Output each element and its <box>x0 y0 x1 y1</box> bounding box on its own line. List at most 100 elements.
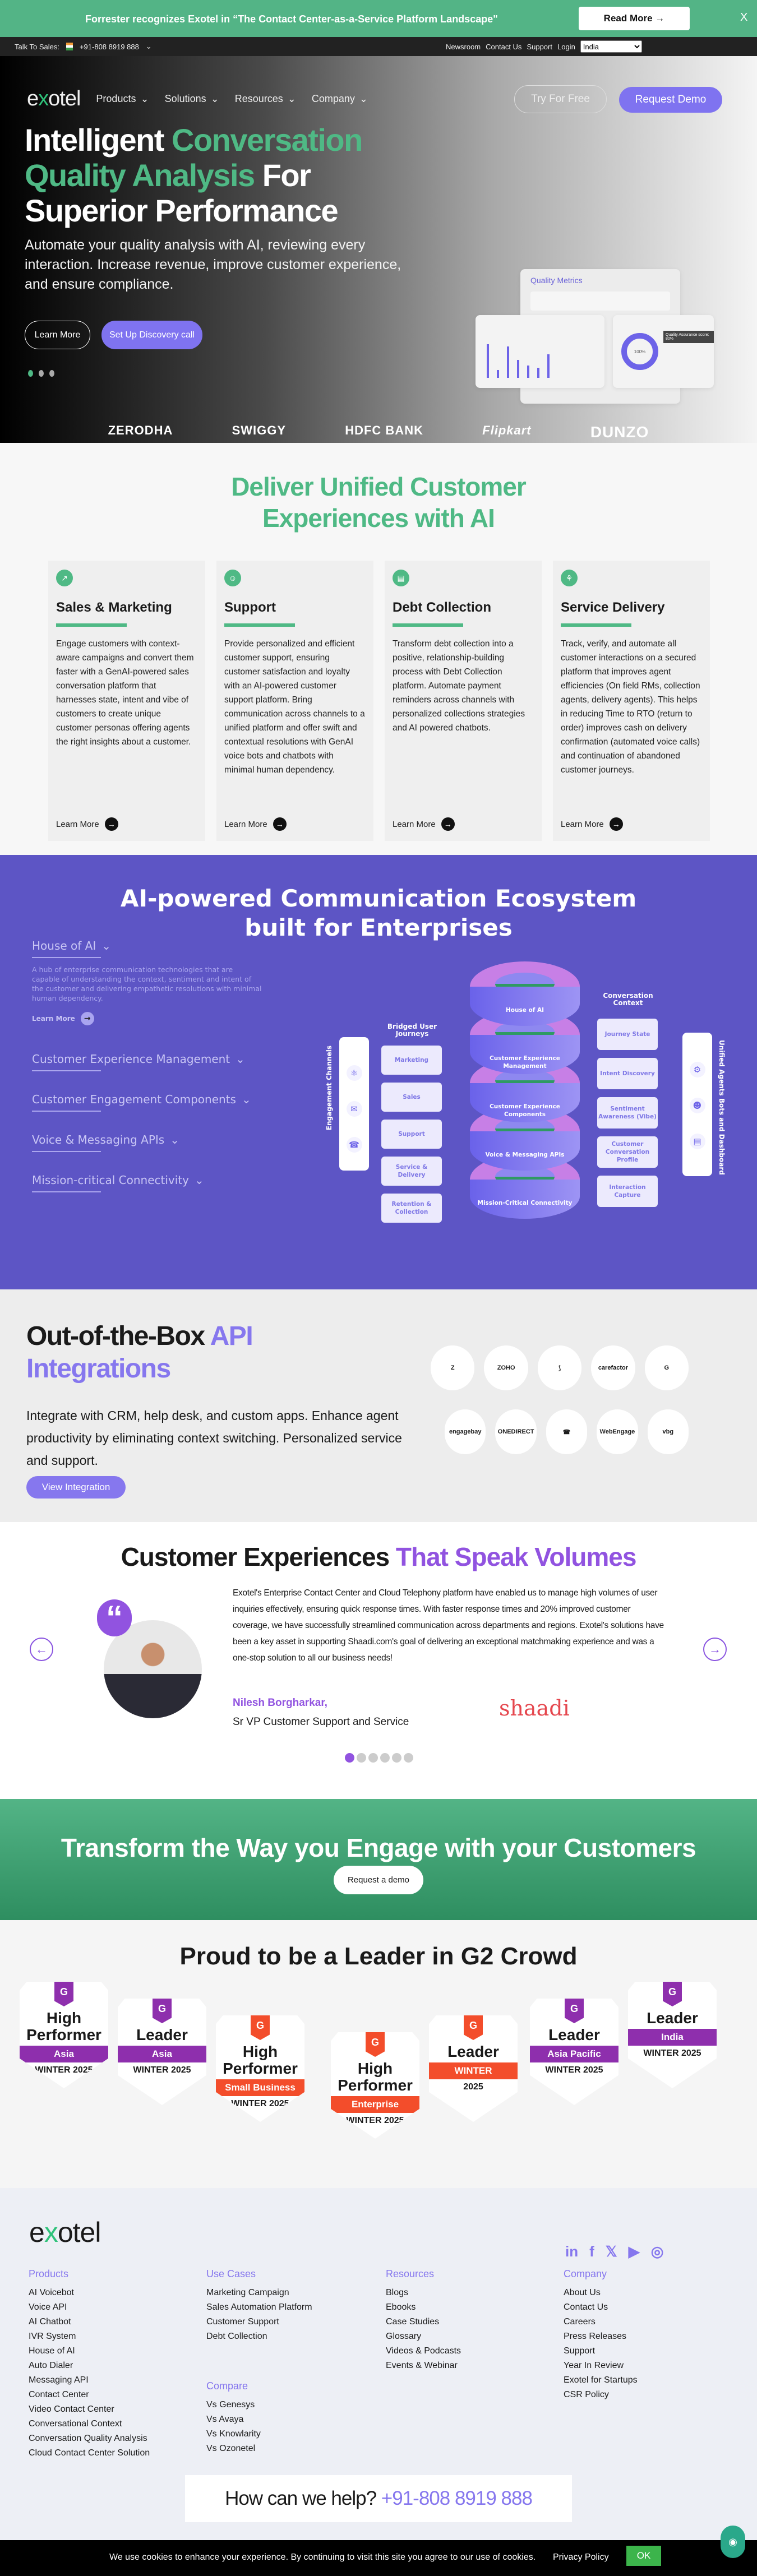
learn-more-link[interactable]: Learn More→ <box>393 817 455 831</box>
footer-link[interactable]: Vs Genesys <box>206 2400 255 2409</box>
view-integration-button[interactable]: View Integration <box>26 1476 126 1499</box>
learn-more-link[interactable]: Learn More→ <box>32 1012 279 1025</box>
read-more-button[interactable]: Read More → <box>579 7 690 30</box>
footer-link[interactable]: Events & Webinar <box>386 2361 458 2370</box>
footer-link[interactable]: Glossary <box>386 2332 422 2341</box>
nav-resources[interactable]: Resources⌄ <box>235 93 296 105</box>
tier-label: Customer Experience Components <box>490 1103 560 1118</box>
pagination-dot[interactable] <box>392 1753 401 1763</box>
footer-link[interactable]: Vs Knowlarity <box>206 2429 261 2439</box>
footer-link[interactable]: House of AI <box>29 2346 75 2356</box>
country-select[interactable]: India <box>580 40 642 53</box>
footer-link[interactable]: Vs Avaya <box>206 2415 244 2424</box>
footer-link[interactable]: Voice API <box>29 2302 67 2312</box>
footer-link[interactable]: About Us <box>564 2288 601 2297</box>
footer-link[interactable]: Auto Dialer <box>29 2361 73 2370</box>
pagination-dot[interactable] <box>368 1753 378 1763</box>
footer-link[interactable]: Debt Collection <box>206 2332 267 2341</box>
prev-testimonial-button[interactable]: ← <box>30 1638 53 1661</box>
sales-phone[interactable]: +91-808 8919 888 <box>79 42 139 51</box>
accordion-voice-messaging[interactable]: Voice & Messaging APIs⌄ <box>32 1133 279 1152</box>
footer-link[interactable]: Marketing Campaign <box>206 2288 289 2297</box>
discovery-call-button[interactable]: Set Up Discovery call <box>101 321 202 349</box>
youtube-icon[interactable]: ▶ <box>628 2243 640 2260</box>
footer-link[interactable]: Messaging API <box>29 2375 89 2385</box>
nav-solutions[interactable]: Solutions⌄ <box>165 93 219 105</box>
pagination-dot[interactable] <box>345 1753 354 1763</box>
support-link[interactable]: Support <box>527 42 552 51</box>
privacy-policy-link[interactable]: Privacy Policy <box>553 2552 609 2562</box>
request-a-demo-button[interactable]: Request a demo <box>334 1866 423 1894</box>
integration-logo: Z <box>431 1345 475 1390</box>
chevron-down-icon: ⌄ <box>287 93 296 104</box>
integrations-description: Integrate with CRM, help desk, and custo… <box>26 1408 402 1468</box>
footer-link[interactable]: CSR Policy <box>564 2390 609 2399</box>
accordion-cx-management[interactable]: Customer Experience Management⌄ <box>32 1052 279 1071</box>
learn-more-link[interactable]: Learn More→ <box>224 817 287 831</box>
learn-more-link[interactable]: Learn More→ <box>56 817 118 831</box>
chatbot-icon[interactable]: ◉ <box>721 2526 745 2558</box>
footer-link[interactable]: Press Releases <box>564 2332 627 2341</box>
donut-center: 100% <box>621 333 658 370</box>
request-demo-button[interactable]: Request Demo <box>619 87 722 113</box>
nav-products[interactable]: Products⌄ <box>96 93 149 105</box>
testimonial-quote: Exotel's Enterprise Contact Center and C… <box>233 1588 664 1663</box>
pagination-dot[interactable] <box>404 1753 413 1763</box>
footer-link[interactable]: Support <box>564 2346 596 2356</box>
bridged-journeys-label: Bridged User Journeys <box>387 1023 437 1038</box>
client-logo: Flipkart <box>482 423 532 437</box>
chevron-down-icon[interactable]: ⌄ <box>145 42 152 50</box>
title-highlight: Integrations <box>26 1354 171 1384</box>
newsroom-link[interactable]: Newsroom <box>446 42 481 51</box>
footer-link[interactable]: Contact Center <box>29 2390 89 2399</box>
footer-link[interactable]: Contact Us <box>564 2302 608 2312</box>
accordion-house-of-ai[interactable]: House of AI⌄ <box>32 939 279 958</box>
instagram-icon[interactable]: ◎ <box>650 2243 664 2260</box>
footer-link[interactable]: Ebooks <box>386 2302 416 2312</box>
footer-link[interactable]: Conversational Context <box>29 2419 122 2429</box>
learn-more-link[interactable]: Learn More→ <box>561 817 623 831</box>
context-box: Intent Discovery <box>597 1058 658 1089</box>
footer-link[interactable]: AI Voicebot <box>29 2288 74 2297</box>
footer-link[interactable]: Vs Ozonetel <box>206 2444 256 2453</box>
footer-link[interactable]: Exotel for Startups <box>564 2375 638 2385</box>
carousel-dot[interactable] <box>39 370 44 377</box>
footer-link[interactable]: Year In Review <box>564 2361 624 2370</box>
x-twitter-icon[interactable]: 𝕏 <box>605 2243 617 2260</box>
accordion-engagement-components[interactable]: Customer Engagement Components⌄ <box>32 1093 279 1112</box>
footer-link[interactable]: Careers <box>564 2317 596 2327</box>
exotel-logo[interactable]: exotel <box>27 87 81 110</box>
cookie-ok-button[interactable]: OK <box>626 2546 661 2566</box>
accordion-connectivity[interactable]: Mission-critical Connectivity⌄ <box>32 1173 279 1192</box>
footer-link[interactable]: AI Chatbot <box>29 2317 71 2327</box>
help-phone[interactable]: +91-808 8919 888 <box>381 2487 533 2509</box>
footer-link[interactable]: Blogs <box>386 2288 409 2297</box>
footer-link[interactable]: Customer Support <box>206 2317 279 2327</box>
carousel-dot[interactable] <box>28 370 33 377</box>
footer-logo[interactable]: exotel <box>29 2217 101 2248</box>
footer-link[interactable]: Conversation Quality Analysis <box>29 2434 147 2443</box>
pagination-dot[interactable] <box>357 1753 366 1763</box>
footer-link[interactable]: Video Contact Center <box>29 2404 114 2414</box>
pagination-dot[interactable] <box>380 1753 390 1763</box>
footer-link[interactable]: IVR System <box>29 2332 76 2341</box>
customer-photo <box>104 1620 202 1718</box>
footer-link[interactable]: Case Studies <box>386 2317 440 2327</box>
footer-link[interactable]: Videos & Podcasts <box>386 2346 461 2356</box>
next-testimonial-button[interactable]: → <box>703 1638 727 1661</box>
nav-company[interactable]: Company⌄ <box>312 93 368 105</box>
footer-link[interactable]: Cloud Contact Center Solution <box>29 2448 150 2458</box>
linkedin-icon[interactable]: in <box>565 2243 579 2260</box>
tier-label: House of AI <box>506 1007 544 1014</box>
carousel-dot[interactable] <box>49 370 54 377</box>
contact-us-link[interactable]: Contact Us <box>486 42 522 51</box>
close-banner-button[interactable]: X <box>740 11 748 24</box>
social-channels-icon: ⚛ <box>346 1065 362 1081</box>
footer-link[interactable]: Sales Automation Platform <box>206 2302 312 2312</box>
facebook-icon[interactable]: f <box>589 2243 594 2260</box>
try-for-free-button[interactable]: Try For Free <box>514 85 607 113</box>
learn-more-button[interactable]: Learn More <box>25 321 90 349</box>
login-link[interactable]: Login <box>557 42 575 51</box>
